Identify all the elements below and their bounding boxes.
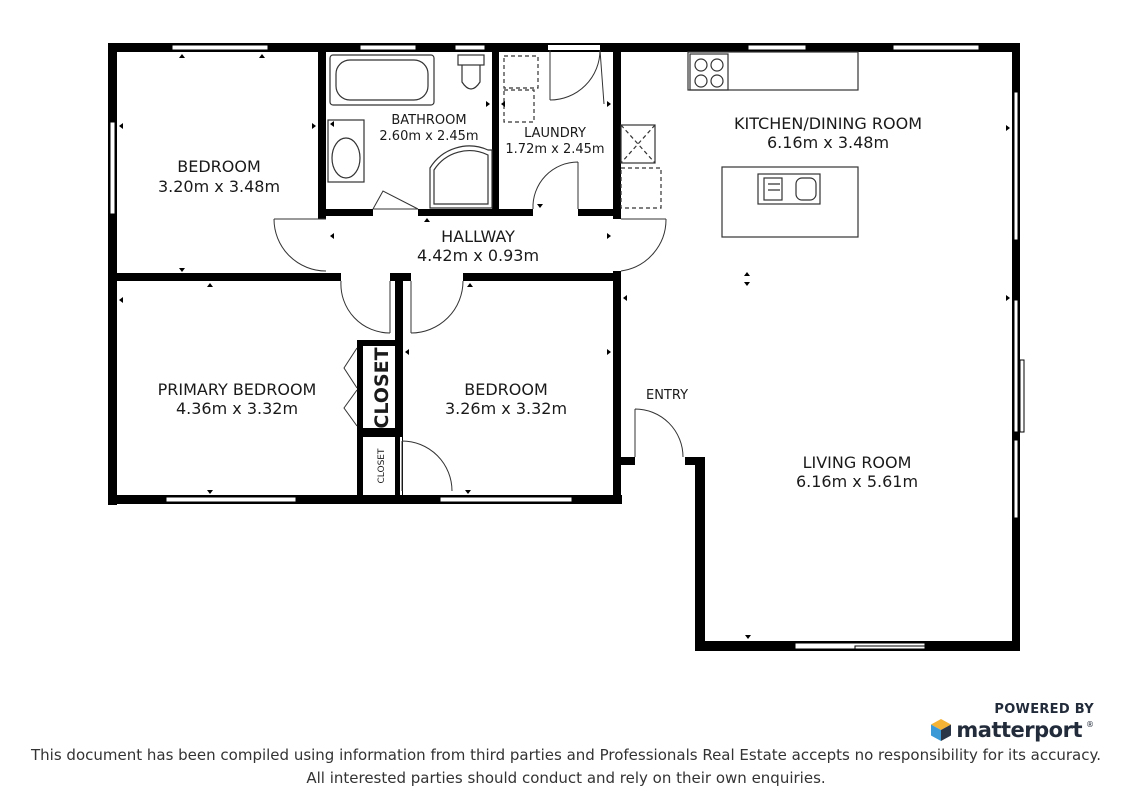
room-name-laundry: LAUNDRY bbox=[524, 126, 586, 141]
room-size-bathroom: 2.60m x 2.45m bbox=[379, 129, 478, 144]
disclaimer-line-1: This document has been compiled using in… bbox=[31, 746, 1101, 764]
washer bbox=[503, 55, 539, 89]
kitchen-counter bbox=[687, 51, 859, 91]
room-size-kitchen: 6.16m x 3.48m bbox=[767, 133, 889, 152]
doors bbox=[273, 49, 684, 492]
room-name-closet-large: CLOSET bbox=[371, 347, 393, 428]
dryer bbox=[503, 89, 535, 123]
room-name-closet-small: CLOSET bbox=[377, 448, 387, 483]
vanity bbox=[327, 119, 365, 183]
trademark-mark: ® bbox=[1086, 720, 1094, 729]
room-name-bedroom-2: BEDROOM bbox=[464, 380, 548, 399]
bathtub bbox=[329, 54, 435, 106]
room-size-bedroom-2: 3.26m x 3.32m bbox=[445, 399, 567, 418]
room-name-primary-bedroom: PRIMARY BEDROOM bbox=[158, 380, 317, 399]
brand-row: matterport ® bbox=[930, 718, 1094, 742]
room-name-bedroom-1: BEDROOM bbox=[177, 157, 261, 176]
room-name-entry: ENTRY bbox=[646, 388, 688, 403]
room-size-bedroom-1: 3.20m x 3.48m bbox=[158, 177, 280, 196]
fridge bbox=[620, 124, 656, 164]
markers bbox=[119, 54, 1010, 639]
room-size-laundry: 1.72m x 2.45m bbox=[505, 142, 604, 157]
floor-plan: BEDROOM 3.20m x 3.48m BATHROOM 2.60m x 2… bbox=[108, 43, 1025, 651]
room-size-hallway: 4.42m x 0.93m bbox=[417, 246, 539, 265]
powered-by-label: POWERED BY bbox=[994, 702, 1094, 717]
kitchen-island bbox=[721, 166, 859, 238]
toilet bbox=[457, 54, 485, 66]
room-size-primary-bedroom: 4.36m x 3.32m bbox=[176, 399, 298, 418]
fixtures bbox=[327, 51, 859, 238]
brand-name: matterport bbox=[956, 718, 1082, 742]
room-labels: BEDROOM 3.20m x 3.48m BATHROOM 2.60m x 2… bbox=[158, 113, 922, 491]
shower bbox=[429, 145, 493, 209]
matterport-cube-icon bbox=[931, 719, 952, 741]
window-frames bbox=[109, 44, 1025, 650]
room-size-living-room: 6.16m x 5.61m bbox=[796, 472, 918, 491]
disclaimer-line-2: All interested parties should conduct an… bbox=[306, 769, 826, 787]
matterport-branding: POWERED BY matterport ® bbox=[930, 702, 1094, 742]
disclaimer: This document has been compiled using in… bbox=[0, 744, 1132, 790]
room-name-kitchen: KITCHEN/DINING ROOM bbox=[734, 114, 922, 133]
room-name-hallway: HALLWAY bbox=[441, 227, 515, 246]
room-name-bathroom: BATHROOM bbox=[391, 113, 466, 128]
room-name-living-room: LIVING ROOM bbox=[803, 453, 912, 472]
